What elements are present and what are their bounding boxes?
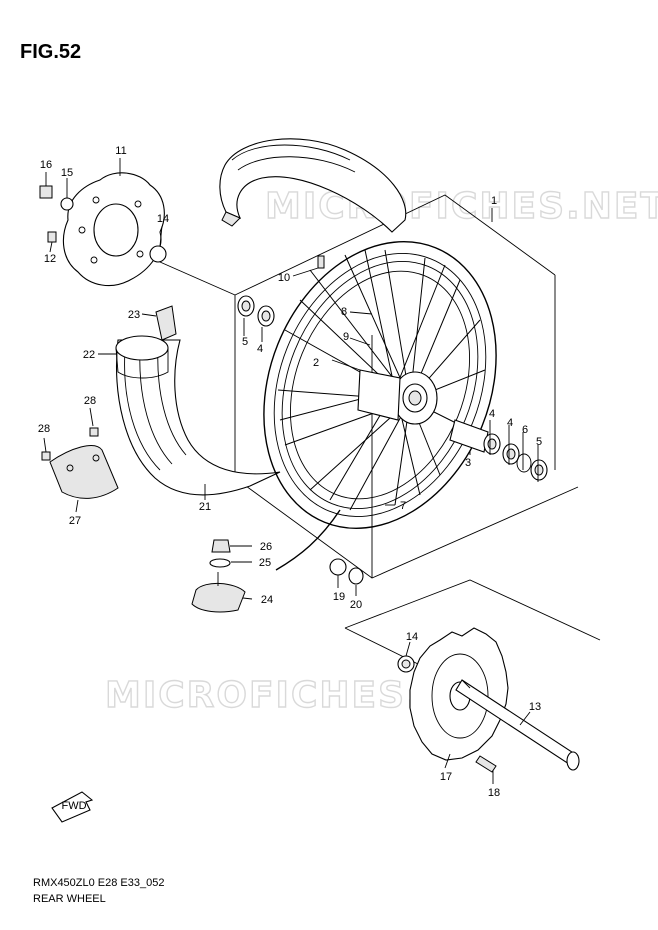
callout-3-spacer: 3 <box>465 457 471 469</box>
callout-4-left: 4 <box>257 343 263 355</box>
leader-lines <box>43 158 539 784</box>
callout-17: 17 <box>440 771 452 783</box>
hub-collar <box>149 245 167 263</box>
wheel-rim <box>263 241 497 529</box>
callout-20: 20 <box>350 599 362 611</box>
callout-28-right: 28 <box>84 395 96 407</box>
callout-5-left: 5 <box>242 336 248 348</box>
valve-pointer-line <box>275 509 341 571</box>
callout-27: 27 <box>69 515 81 527</box>
disc-bolt <box>47 231 57 243</box>
sprocket-bolt <box>475 755 497 773</box>
callout-14-disc: 14 <box>157 213 169 225</box>
callout-16: 16 <box>40 159 52 171</box>
sprocket-collar <box>397 655 415 673</box>
callout-1: 1 <box>491 195 497 207</box>
spoke-nipple <box>317 255 325 269</box>
callout-8: 8 <box>341 306 347 318</box>
bearings-left <box>237 295 275 327</box>
callout-24: 24 <box>261 594 273 606</box>
callout-13: 13 <box>529 701 541 713</box>
callout-7: 7 <box>400 500 406 512</box>
callout-18: 18 <box>488 787 500 799</box>
callout-23: 23 <box>128 309 140 321</box>
rear-tire <box>116 138 407 496</box>
figure-title: FIG.52 <box>20 41 81 63</box>
callout-19: 19 <box>333 591 345 603</box>
callout-6: 6 <box>522 424 528 436</box>
rim-lock <box>191 539 246 613</box>
callout-2: 2 <box>313 357 319 369</box>
callout-26: 26 <box>260 541 272 553</box>
callout-25: 25 <box>259 557 271 569</box>
fwd-direction-icon: FWD <box>51 791 94 823</box>
disc-nut-and-washer <box>39 185 74 211</box>
inner-tube <box>115 335 169 379</box>
rim-band <box>155 305 177 341</box>
wheel-spokes <box>277 249 486 511</box>
callout-10: 10 <box>278 272 290 284</box>
callout-14-sprocket: 14 <box>406 631 418 643</box>
callout-15: 15 <box>61 167 73 179</box>
callout-5-right: 5 <box>536 436 542 448</box>
sprocket <box>409 627 509 761</box>
axle-nut-washer <box>329 558 364 585</box>
brake-disc <box>62 172 165 287</box>
model-code: RMX450ZL0 E28 E33_052 <box>33 877 164 889</box>
callout-11: 11 <box>115 145 126 157</box>
disc-guard <box>41 427 119 499</box>
fwd-label: FWD <box>61 800 86 812</box>
callout-9: 9 <box>343 331 349 343</box>
spacer-and-bearings-right <box>449 419 548 481</box>
section-name: REAR WHEEL <box>33 893 106 905</box>
callout-4-right-a: 4 <box>489 408 495 420</box>
callout-12: 12 <box>44 253 56 265</box>
wheel-assembly-box <box>159 194 579 579</box>
callout-28-left: 28 <box>38 423 50 435</box>
callout-numbers: 1 2 3 3 4 4 4 5 5 6 7 8 9 10 11 12 13 14… <box>38 145 542 799</box>
rear-axle <box>455 679 580 771</box>
wheel-hub <box>357 369 438 425</box>
callout-22: 22 <box>83 349 95 361</box>
callout-4-right-b: 4 <box>507 417 513 429</box>
callout-21: 21 <box>199 501 211 513</box>
